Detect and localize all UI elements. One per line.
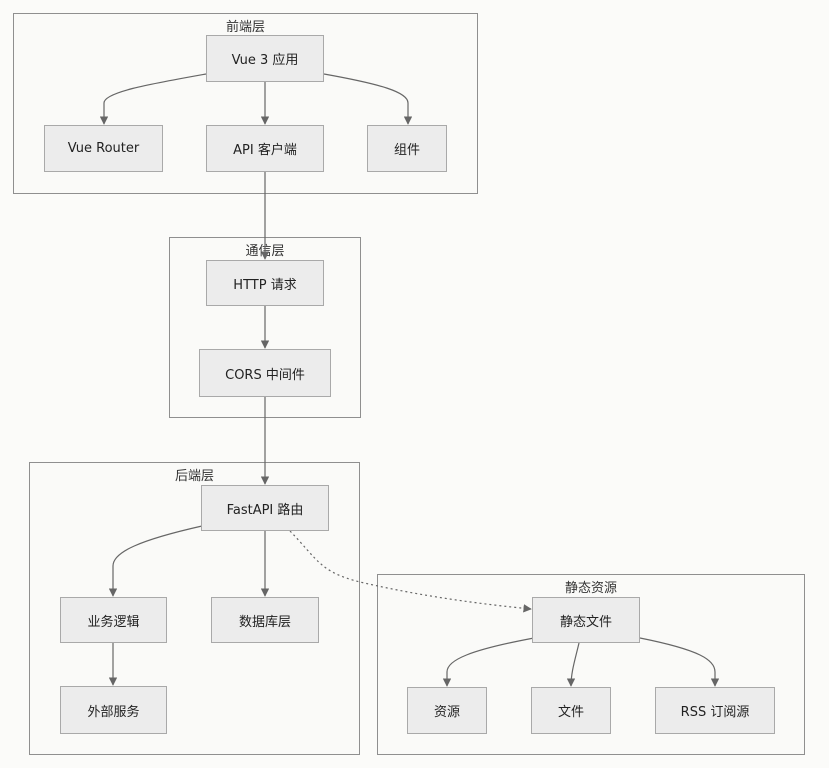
edge-fastapi-static <box>289 530 532 613</box>
node-components: 组件 <box>367 125 447 172</box>
node-external: 外部服务 <box>60 686 167 734</box>
node-business: 业务逻辑 <box>60 597 167 643</box>
edge-static-rss <box>639 637 720 687</box>
group-frontend-title: 前端层 <box>225 20 265 35</box>
edge-fastapi-business <box>108 525 203 597</box>
node-api-client: API 客户端 <box>206 125 324 172</box>
node-assets: 资源 <box>407 687 487 734</box>
node-vue-app: Vue 3 应用 <box>206 35 324 82</box>
edge-vueapp-router <box>99 73 207 125</box>
group-backend-title: 后端层 <box>174 469 214 484</box>
node-http-request: HTTP 请求 <box>206 260 324 306</box>
node-files: 文件 <box>531 687 611 734</box>
group-static-title: 静态资源 <box>564 581 617 596</box>
edge-static-files <box>566 642 580 687</box>
node-vue-router: Vue Router <box>44 125 163 172</box>
edge-static-assets <box>442 637 535 687</box>
node-fastapi: FastAPI 路由 <box>201 485 329 531</box>
node-database: 数据库层 <box>211 597 319 643</box>
node-cors: CORS 中间件 <box>199 349 331 397</box>
node-rss: RSS 订阅源 <box>655 687 775 734</box>
node-static-files: 静态文件 <box>532 597 640 643</box>
edge-vueapp-components <box>323 73 413 125</box>
